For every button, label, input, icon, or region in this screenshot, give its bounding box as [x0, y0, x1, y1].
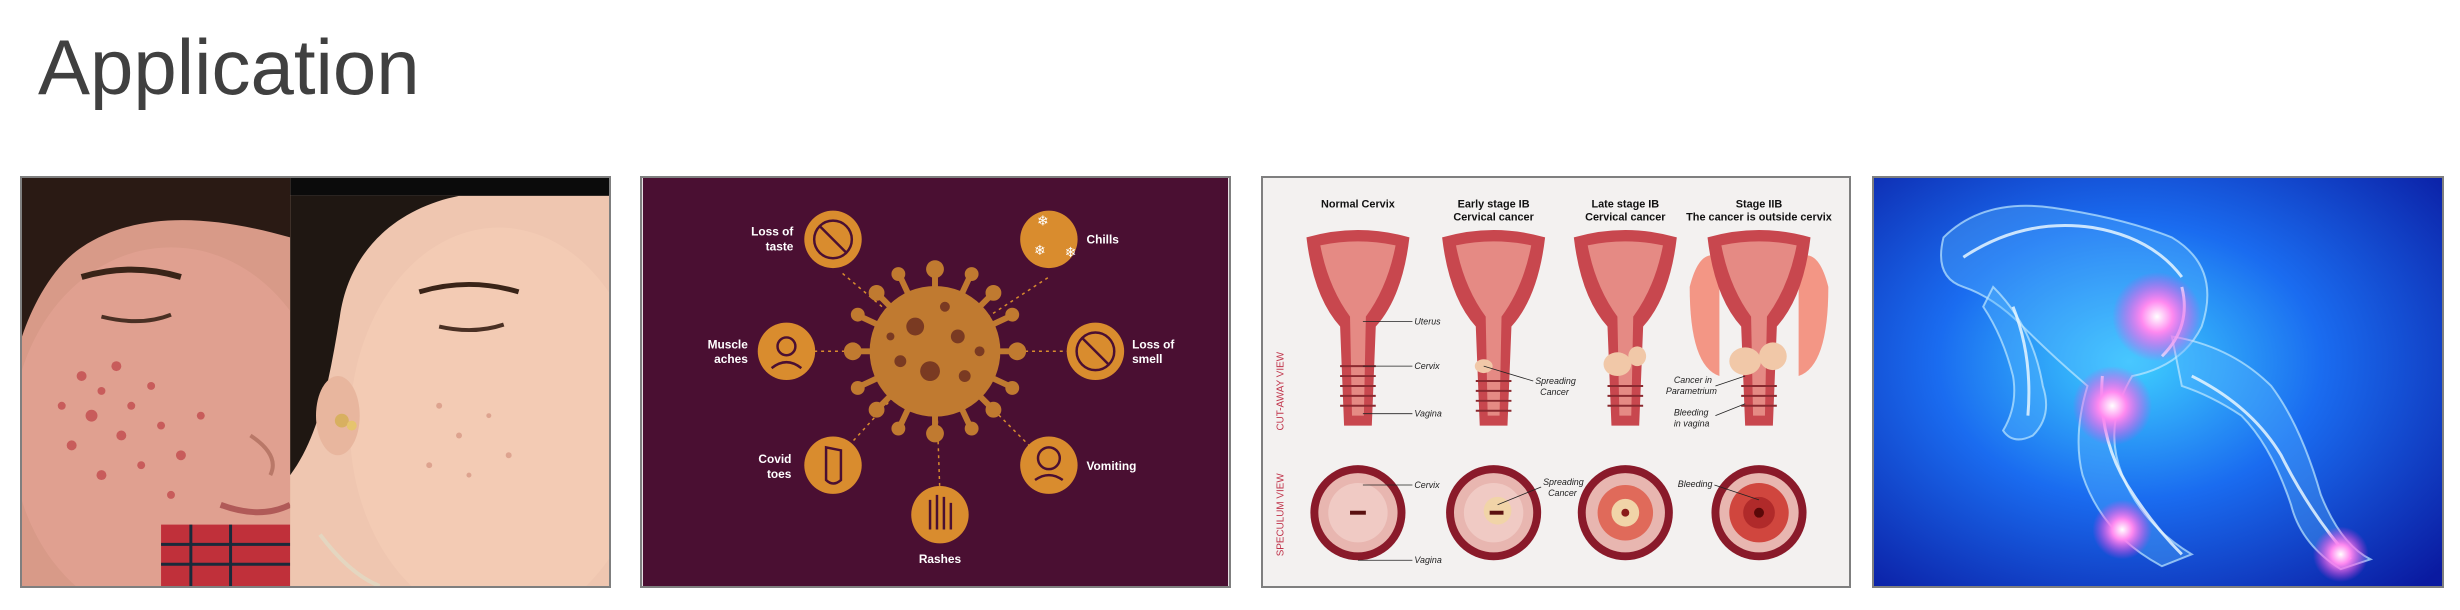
svg-text:toes: toes	[767, 467, 792, 481]
symptom-label-muscle: Muscle	[708, 337, 749, 351]
symptom-label-taste: Loss of	[751, 224, 793, 238]
speculum-views	[1310, 465, 1807, 561]
svg-text:Uterus: Uterus	[1414, 317, 1441, 327]
pain-glow-foot	[2092, 499, 2153, 560]
svg-text:in vagina: in vagina	[1674, 419, 1710, 429]
virus-icon	[843, 260, 1027, 443]
symptom-label-vomiting: Vomiting	[1087, 459, 1137, 473]
svg-text:Cancer in: Cancer in	[1674, 375, 1712, 385]
acne-photo-panel	[20, 176, 611, 588]
svg-text:❄: ❄	[1034, 242, 1046, 258]
cutaway-view-label: CUT-AWAY VIEW	[1276, 351, 1287, 430]
muscle-aches-icon	[757, 322, 816, 381]
svg-text:Bleeding: Bleeding	[1674, 408, 1709, 418]
svg-text:The cancer is outside cervix: The cancer is outside cervix	[1686, 212, 1832, 224]
svg-text:❄: ❄	[1037, 213, 1049, 229]
symptom-label-rashes: Rashes	[919, 552, 962, 566]
uterus-cutaways	[1306, 229, 1829, 426]
svg-text:Cervical cancer: Cervical cancer	[1453, 212, 1534, 224]
cervical-cancer-diagram: Normal Cervix Early stage IB Cervical ca…	[1263, 178, 1849, 586]
symptom-label-chills: Chills	[1087, 232, 1120, 246]
svg-text:❄: ❄	[1065, 244, 1077, 260]
pain-glow-knee	[2072, 366, 2153, 446]
speculum-view-label: SPECULUM VIEW	[1276, 473, 1287, 557]
svg-text:Cervix: Cervix	[1414, 361, 1440, 371]
svg-text:Normal Cervix: Normal Cervix	[1321, 199, 1395, 211]
cervical-cancer-panel: Normal Cervix Early stage IB Cervical ca…	[1261, 176, 1851, 588]
symptom-label-toes: Covid	[758, 452, 791, 466]
svg-text:Late stage IB: Late stage IB	[1591, 199, 1659, 211]
svg-text:smell: smell	[1132, 352, 1162, 366]
pain-glow-hip	[2112, 272, 2202, 362]
svg-text:Cervix: Cervix	[1414, 480, 1440, 490]
svg-text:aches: aches	[714, 352, 748, 366]
svg-text:Stage IIB: Stage IIB	[1736, 199, 1783, 211]
symptom-label-smell: Loss of	[1132, 337, 1174, 351]
rashes-icon	[911, 485, 969, 544]
svg-text:Spreading: Spreading	[1543, 477, 1584, 487]
stage-headers: Normal Cervix Early stage IB Cervical ca…	[1321, 199, 1832, 224]
covid-toes-icon	[804, 436, 862, 494]
svg-text:Vagina: Vagina	[1414, 409, 1441, 419]
pain-glow-ankle	[2312, 526, 2369, 583]
cutaway-annotations: Uterus Cervix Vagina Spreading Cancer Ca…	[1414, 317, 1717, 429]
svg-text:Cancer: Cancer	[1540, 387, 1570, 397]
svg-text:Cancer: Cancer	[1548, 488, 1578, 498]
svg-text:Cervical cancer: Cervical cancer	[1585, 212, 1666, 224]
svg-text:Vagina: Vagina	[1414, 555, 1441, 565]
chills-icon	[1020, 210, 1078, 269]
xray-skeleton-image	[1874, 178, 2442, 586]
covid-symptoms-diagram: ❄ ❄ ❄ Loss of taste Chills Muscle aches Lo…	[642, 178, 1229, 586]
svg-text:Spreading: Spreading	[1535, 376, 1576, 386]
slide-title: Application	[38, 23, 420, 111]
svg-text:Early stage IB: Early stage IB	[1458, 199, 1530, 211]
svg-text:Bleeding: Bleeding	[1678, 479, 1713, 489]
vomiting-icon	[1020, 436, 1078, 494]
joint-pain-xray-panel	[1872, 176, 2444, 588]
symptom-labels: Loss of taste Chills Muscle aches Loss o…	[708, 224, 1175, 566]
svg-text:Parametrium: Parametrium	[1666, 386, 1717, 396]
acne-face-image	[22, 178, 609, 586]
speculum-annotations: Cervix Vagina Spreading Cancer Bleeding	[1414, 477, 1712, 565]
covid-symptoms-panel: ❄ ❄ ❄ Loss of taste Chills Muscle aches Lo…	[640, 176, 1231, 588]
svg-text:taste: taste	[766, 239, 794, 253]
